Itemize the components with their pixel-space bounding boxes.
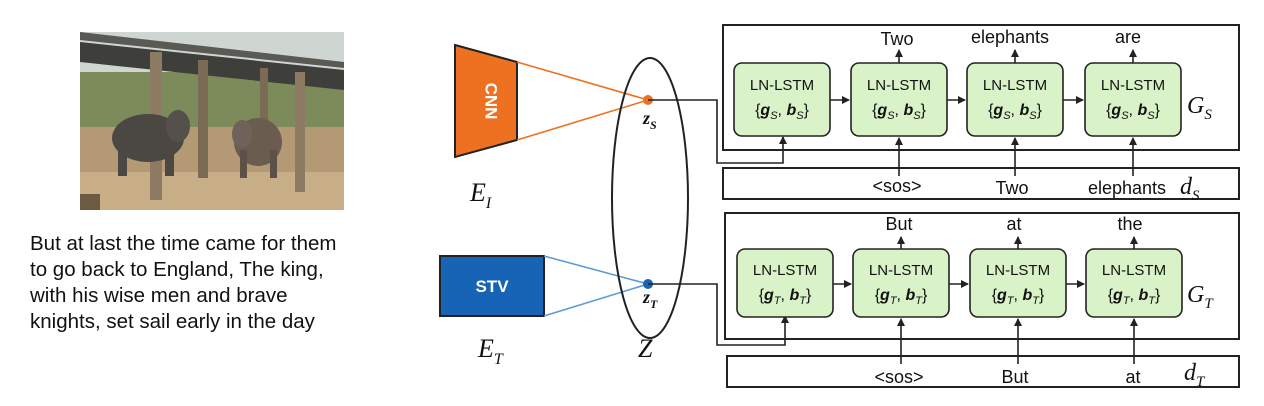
lstm-cell-source: LN-LSTM {gS, bS}: [1084, 62, 1182, 137]
target-d-label: dT: [1184, 360, 1206, 390]
target-input-word: at: [1125, 367, 1140, 387]
z-t-label: zT: [642, 287, 658, 311]
target-decoder-frame: [724, 212, 1240, 340]
source-output-word: Two: [880, 29, 913, 49]
z-s-label: zS: [642, 108, 657, 132]
source-input-word: Two: [995, 178, 1028, 198]
cell-params: {gS, bS}: [988, 102, 1042, 122]
source-decoder-frame: [722, 24, 1240, 151]
source-input-word: elephants: [1088, 178, 1166, 198]
lstm-cell-target: LN-LSTM {gT, bT}: [736, 248, 834, 318]
target-output-word: at: [1006, 214, 1021, 234]
image-encoder-label: EI: [469, 178, 492, 212]
source-input-word: <sos>: [872, 176, 921, 196]
lstm-cell-target: LN-LSTM {gT, bT}: [852, 248, 950, 318]
lstm-cell-source: LN-LSTM {gS, bS}: [850, 62, 948, 137]
cell-title: LN-LSTM: [753, 262, 817, 279]
target-input-word: But: [1001, 367, 1028, 387]
cell-params: {gS, bS}: [872, 102, 926, 122]
cell-title: LN-LSTM: [986, 262, 1050, 279]
cell-params: {gT, bT}: [1108, 287, 1161, 307]
lstm-cell-target: LN-LSTM {gT, bT}: [969, 248, 1067, 318]
cnn-label: CNN: [482, 83, 501, 120]
cell-params: {gS, bS}: [755, 102, 809, 122]
elephant-photo: [80, 32, 344, 210]
source-decoder-label: GS: [1187, 93, 1212, 123]
lstm-cell-target: LN-LSTM {gT, bT}: [1085, 248, 1183, 318]
text-encoder-label: ET: [477, 334, 504, 368]
target-input-bar: [726, 355, 1240, 388]
story-caption: But at last the time came for them to go…: [30, 231, 430, 335]
cell-title: LN-LSTM: [750, 77, 814, 94]
latent-space-ellipse: [611, 57, 689, 339]
cell-params: {gT, bT}: [875, 287, 928, 307]
stv-label: STV: [475, 277, 509, 296]
stv-encoder-block: [439, 255, 545, 317]
source-d-label: dS: [1180, 174, 1200, 204]
cell-params: {gT, bT}: [759, 287, 812, 307]
target-decoder-label: GT: [1187, 282, 1214, 312]
cell-title: LN-LSTM: [1102, 262, 1166, 279]
cell-params: {gT, bT}: [992, 287, 1045, 307]
cell-title: LN-LSTM: [867, 77, 931, 94]
caption-line: knights, set sail early in the day: [30, 310, 315, 333]
caption-line: to go back to England, The king,: [30, 258, 324, 281]
lstm-cell-source: LN-LSTM {gS, bS}: [733, 62, 831, 137]
cell-title: LN-LSTM: [983, 77, 1047, 94]
cell-title: LN-LSTM: [869, 262, 933, 279]
caption-line: with his wise men and brave: [30, 284, 288, 307]
lstm-cell-source: LN-LSTM {gS, bS}: [966, 62, 1064, 137]
target-output-word: But: [885, 214, 912, 234]
cell-title: LN-LSTM: [1101, 77, 1165, 94]
target-input-word: <sos>: [874, 367, 923, 387]
source-output-word: are: [1115, 27, 1141, 47]
caption-line: But at last the time came for them: [30, 232, 337, 255]
target-output-word: the: [1117, 214, 1142, 234]
source-input-bar: [722, 167, 1240, 200]
latent-space-label: Z: [638, 334, 653, 363]
cell-params: {gS, bS}: [1106, 102, 1160, 122]
source-output-word: elephants: [971, 27, 1049, 47]
